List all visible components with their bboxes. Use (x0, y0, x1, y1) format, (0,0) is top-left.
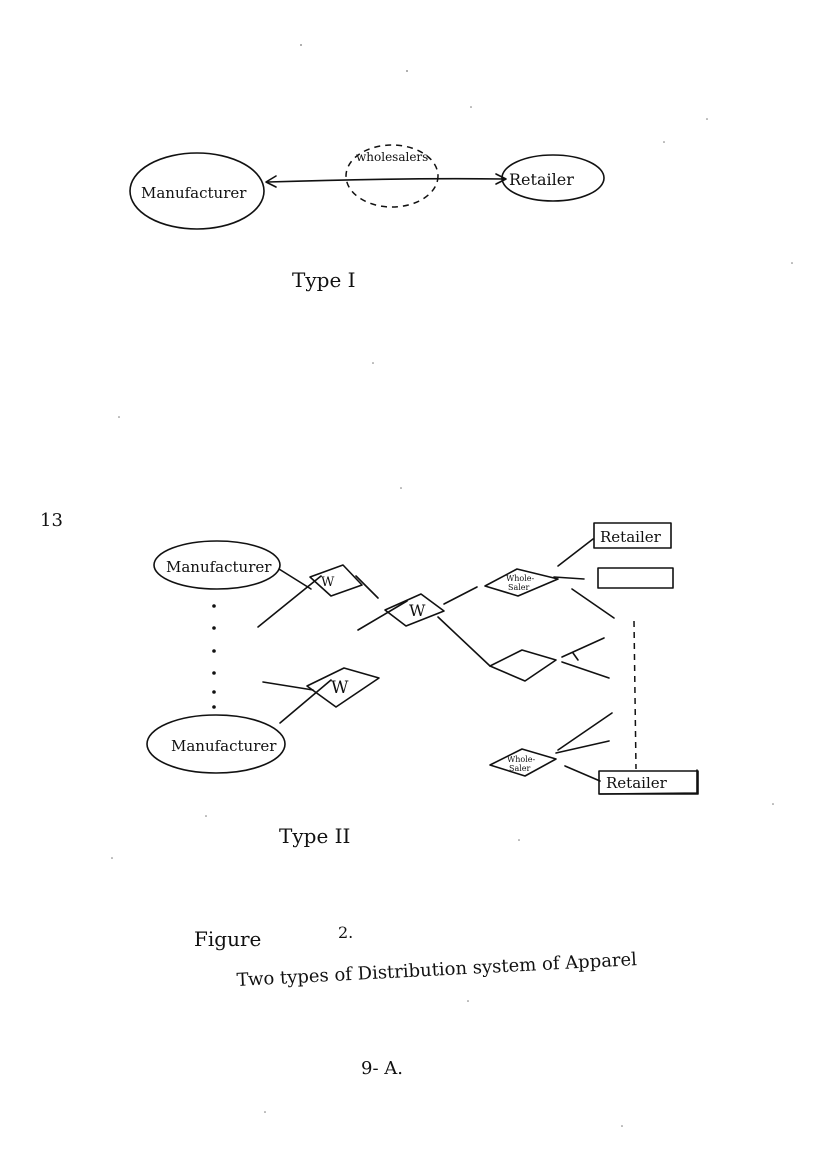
type2-retailer-empty-box (597, 567, 674, 589)
type2-wholesaler-top-line1: Whole- (506, 574, 534, 583)
type1-wholesalers-ellipse (345, 144, 439, 208)
type2-wholesaler-top-line2: Saler (508, 583, 530, 592)
type2-w1-diamond (309, 564, 363, 597)
type2-manufacturer-bottom-ellipse (146, 714, 286, 774)
type2-diagram: Manufacturer Manufacturer W W W Whole- S… (146, 522, 699, 848)
scan-specks (111, 44, 793, 1127)
type2-wholesaler-bottom-line1: Whole- (507, 755, 535, 764)
type2-manufacturer-top-ellipse (153, 540, 281, 590)
type1-wholesalers-label: wholesalers (356, 150, 428, 164)
type2-retailer-bottom-box-shadow (599, 769, 698, 795)
type1-retailer-label: Retailer (509, 170, 574, 189)
type1-retailer-ellipse (501, 154, 605, 202)
page-footer-number: 9- A. (361, 1058, 403, 1079)
type1-flow-line (267, 177, 506, 183)
type2-wholesaler-bottom-diamond (489, 748, 557, 777)
type2-w2-diamond (384, 593, 445, 627)
figure-title: Two types of Distribution system of Appa… (236, 949, 637, 991)
type1-caption: Type I (292, 268, 356, 292)
type1-manufacturer-label: Manufacturer (141, 184, 247, 202)
type2-retailer-top-box (593, 522, 672, 549)
figure-label: Figure (194, 927, 261, 951)
type2-connector-lines (257, 538, 615, 782)
type2-retailer-top-label: Retailer (600, 528, 662, 546)
type2-manufacturer-top-label: Manufacturer (166, 558, 272, 576)
margin-page-number: 13 (40, 510, 63, 531)
type2-w2-label: W (409, 601, 426, 620)
retailer-ellipsis-line (633, 620, 637, 770)
manufacturer-ellipsis-dots (212, 604, 216, 709)
figure-number: 2. (338, 923, 353, 942)
type2-wholesaler-middle-diamond (489, 649, 557, 682)
type2-wholesaler-top-diamond (484, 568, 559, 597)
type2-w3-label: W (331, 678, 349, 698)
type1-arrow-right (495, 173, 507, 185)
type2-caption: Type II (279, 824, 350, 848)
type2-manufacturer-bottom-label: Manufacturer (171, 737, 277, 755)
type2-w3-diamond (306, 667, 380, 708)
type1-arrow-left (265, 175, 277, 188)
type2-retailer-bottom-label: Retailer (606, 774, 668, 792)
type1-diagram: Manufacturer wholesalers Retailer Type I (129, 144, 605, 292)
type2-w1-label: W (321, 575, 335, 590)
type2-wholesaler-bottom-line2: Saler (509, 764, 531, 773)
figure-caption: Figure 2. Two types of Distribution syst… (194, 923, 638, 991)
type1-manufacturer-ellipse (129, 152, 265, 230)
